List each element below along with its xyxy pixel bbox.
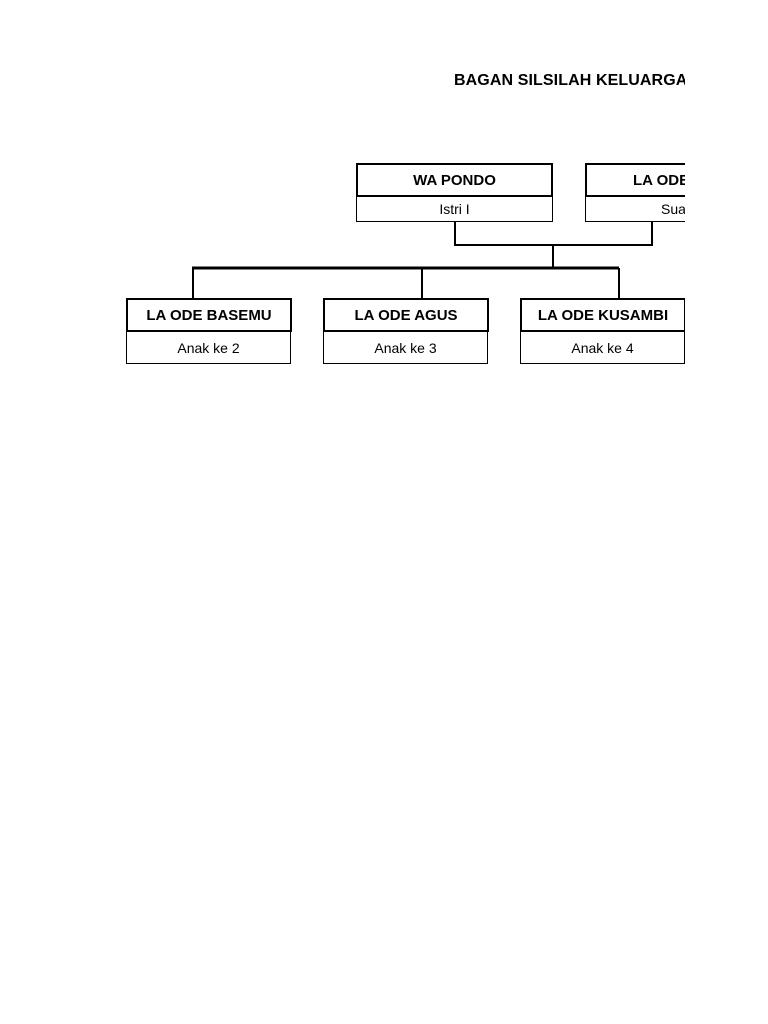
parent-name: WA PONDO <box>356 163 553 197</box>
family-tree-canvas: BAGAN SILSILAH KELUARGA WA PONDO Istri I… <box>126 72 685 364</box>
child-role: Anak ke 3 <box>323 332 488 364</box>
child-name: LA ODE BASEMU <box>126 298 292 332</box>
child-name: LA ODE KUSAMBI <box>520 298 685 332</box>
child-role: Anak ke 2 <box>126 332 291 364</box>
parents-connector <box>454 222 653 246</box>
parent-role: Sua <box>585 197 685 222</box>
parent-name: LA ODE <box>585 163 685 197</box>
connector-lines <box>192 222 653 300</box>
child-role: Anak ke 4 <box>520 332 685 364</box>
chart-title: BAGAN SILSILAH KELUARGA <box>454 72 685 89</box>
child-name: LA ODE AGUS <box>323 298 489 332</box>
parent-role: Istri I <box>356 197 553 222</box>
